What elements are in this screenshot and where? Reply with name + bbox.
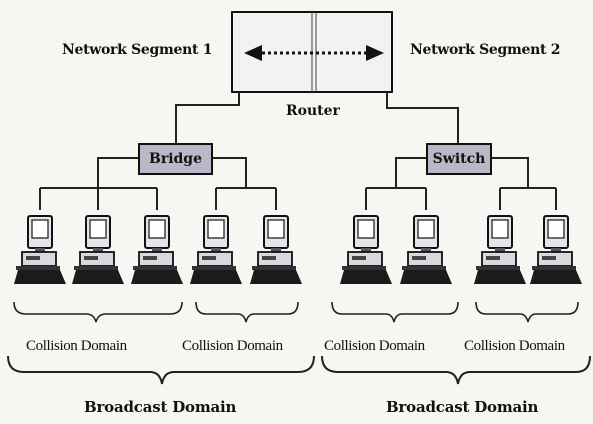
broadcast-domain-brace — [321, 355, 591, 385]
collision-domain-brace — [13, 301, 183, 323]
computer — [399, 215, 453, 285]
broadcast-domain-label: Broadcast Domain — [386, 398, 539, 416]
router-link-arrow — [244, 45, 384, 61]
collision-domain-label: Collision Domain — [464, 338, 565, 354]
computer — [473, 215, 527, 285]
collision-domain-brace — [195, 301, 299, 323]
network-segment-2-label: Network Segment 2 — [410, 42, 561, 58]
switch-device: Switch — [426, 143, 492, 175]
computer — [189, 215, 243, 285]
collision-domain-label: Collision Domain — [182, 338, 283, 354]
bridge-device: Bridge — [138, 143, 213, 175]
computer — [130, 215, 184, 285]
computer — [249, 215, 303, 285]
computer — [13, 215, 67, 285]
connector-lines — [39, 92, 557, 210]
router-label: Router — [286, 103, 340, 119]
network-segment-1-label: Network Segment 1 — [62, 42, 213, 58]
broadcast-domain-label: Broadcast Domain — [84, 398, 237, 416]
computer — [71, 215, 125, 285]
computer — [529, 215, 583, 285]
computer — [339, 215, 393, 285]
collision-domain-label: Collision Domain — [26, 338, 127, 354]
collision-domain-brace — [331, 301, 459, 323]
collision-domain-brace — [475, 301, 579, 323]
broadcast-domain-brace — [7, 355, 315, 385]
collision-domain-label: Collision Domain — [324, 338, 425, 354]
